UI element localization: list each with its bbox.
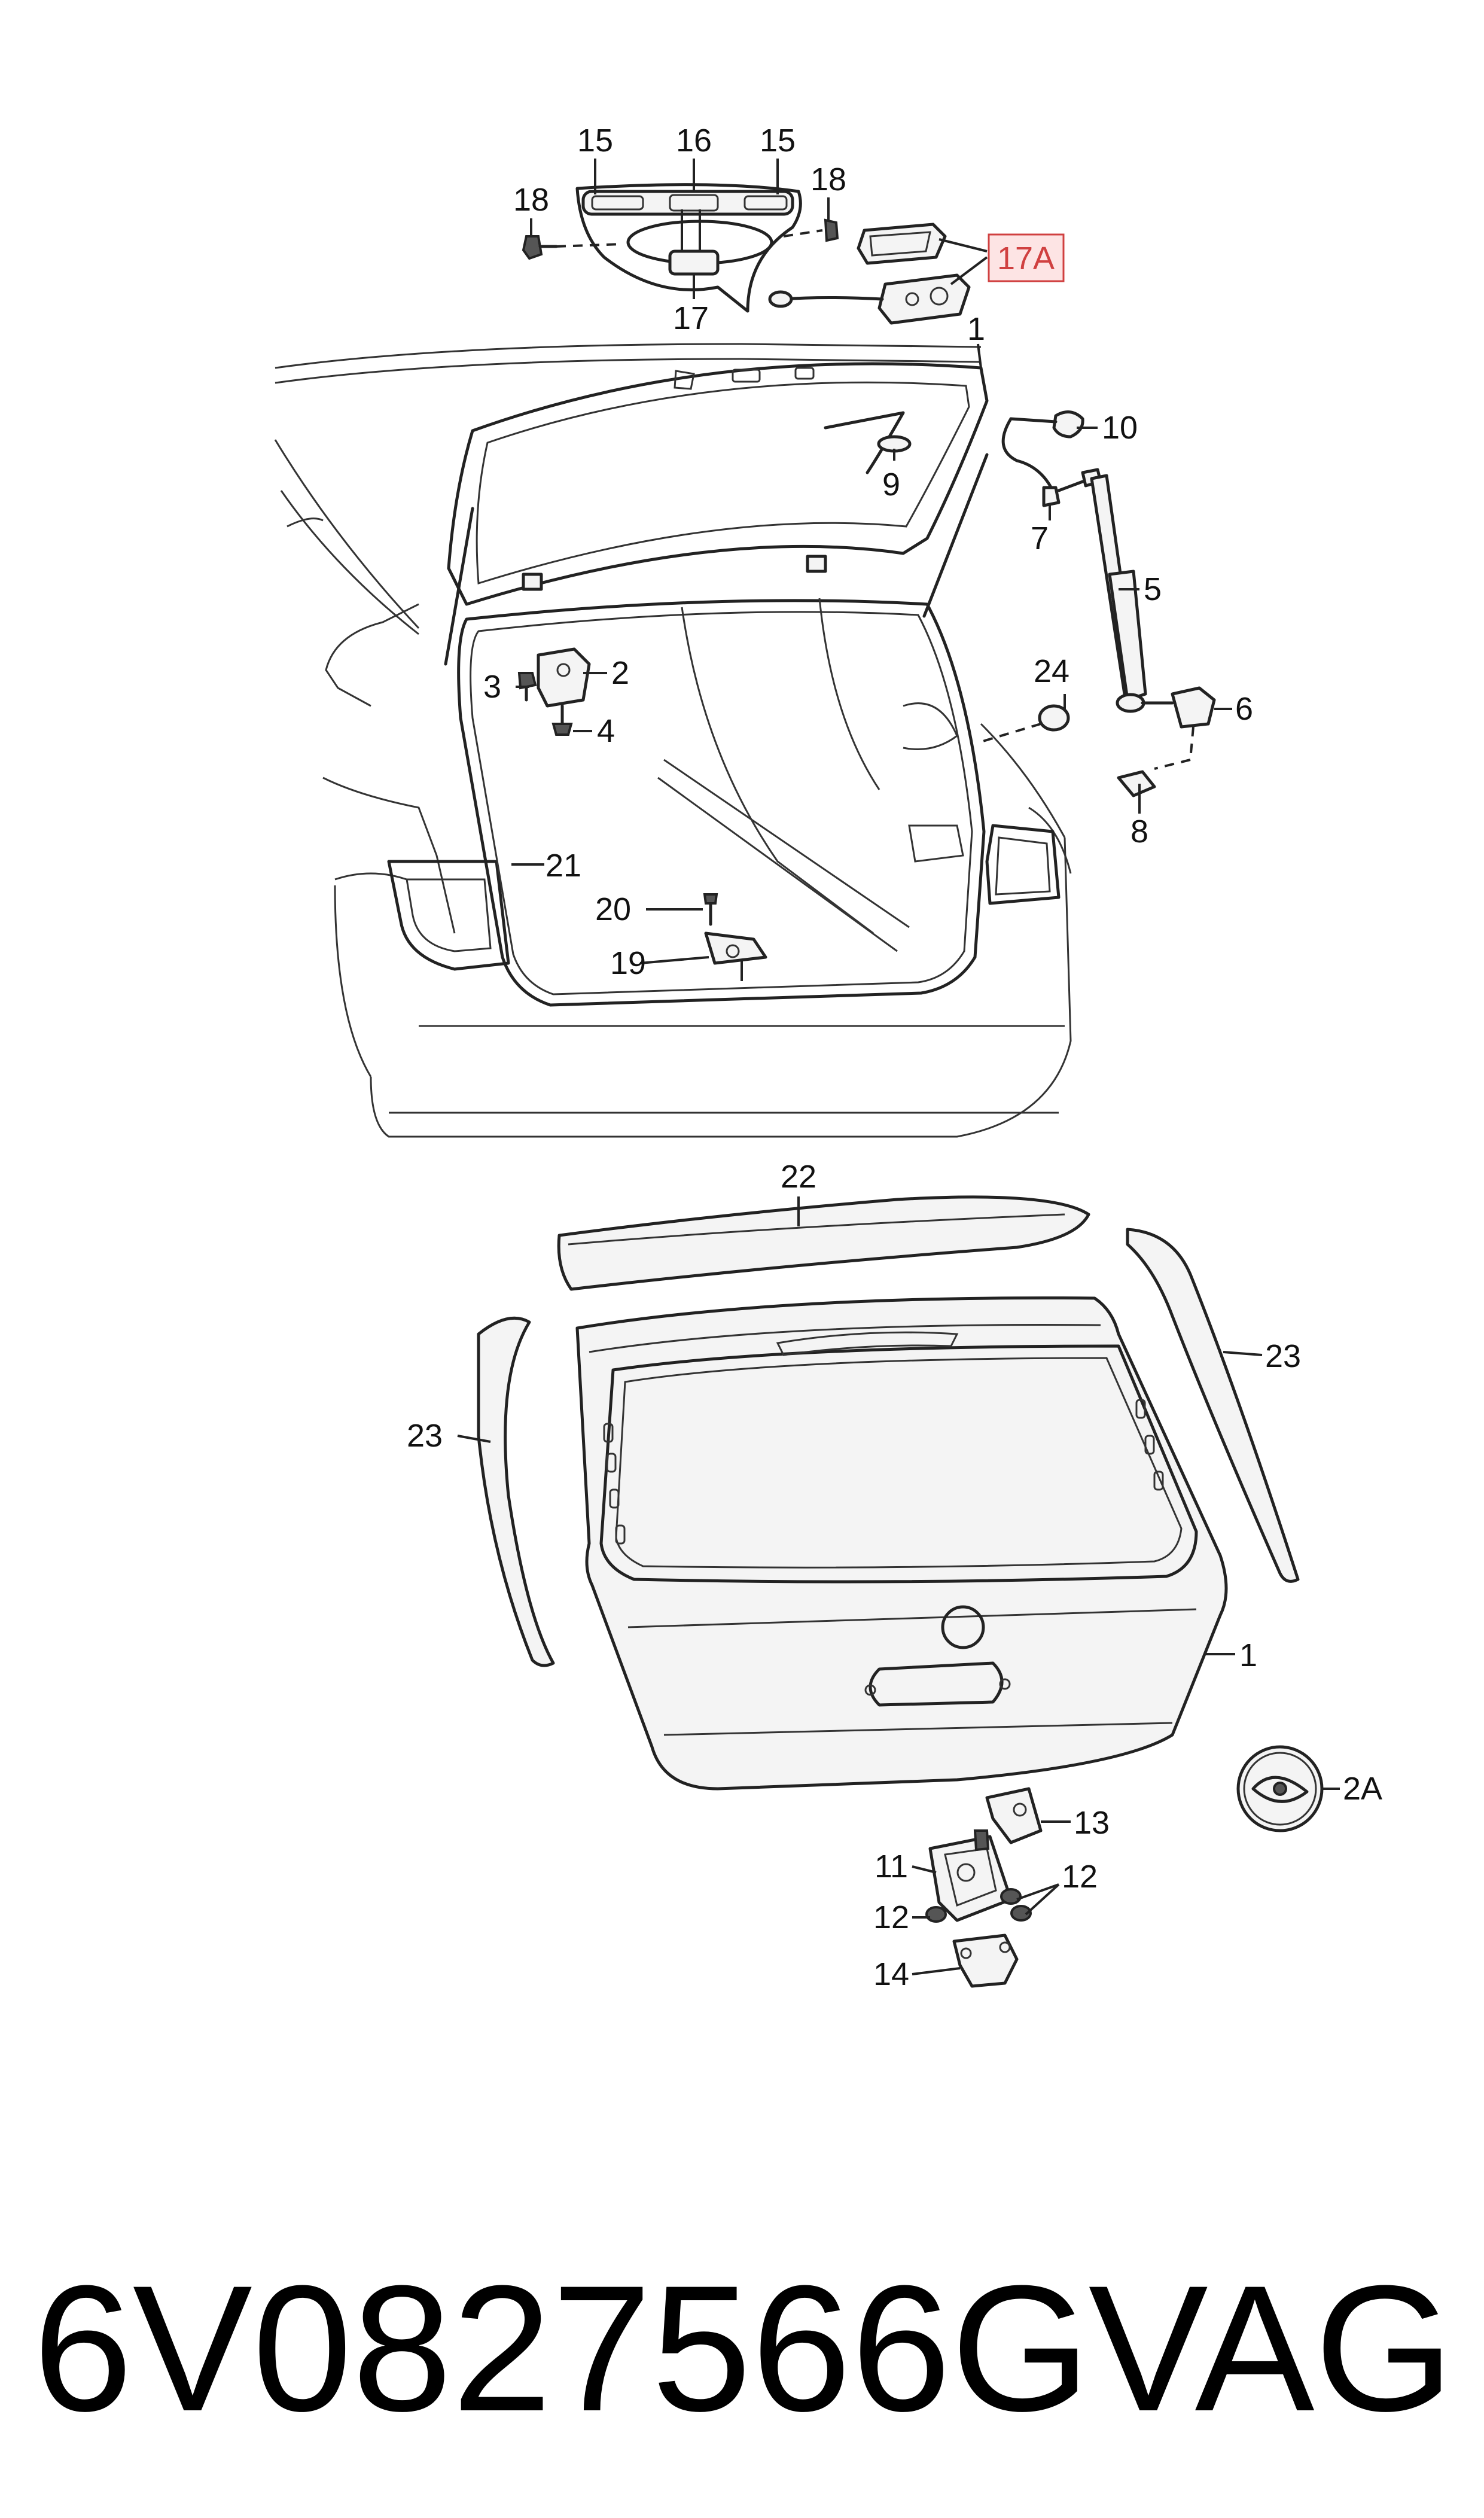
grommet-24 <box>1038 704 1070 732</box>
callout-12-right: 12 <box>1062 1859 1098 1895</box>
tail-light-left <box>387 860 510 971</box>
spoiler-22 <box>557 1195 1090 1291</box>
tailgate-hinge <box>517 647 591 736</box>
callout-17a: 17A <box>997 240 1055 276</box>
callout-15-right: 15 <box>760 123 796 159</box>
screw-18-left <box>522 235 543 260</box>
part-number-label: 6V0827566G <box>33 2248 1091 2449</box>
callout-14: 14 <box>873 1956 909 1992</box>
cover-13 <box>985 1787 1043 1844</box>
callout-19: 19 <box>610 945 646 981</box>
callout-13: 13 <box>1074 1805 1110 1841</box>
leader-lines <box>457 159 1340 1975</box>
tail-light-right <box>985 824 1061 905</box>
callout-16: 16 <box>676 123 712 159</box>
callout-18-right: 18 <box>810 162 846 197</box>
callout-12-left: 12 <box>873 1899 909 1935</box>
callout-23-right: 23 <box>1265 1338 1301 1374</box>
emblem-recess <box>941 1605 985 1649</box>
callout-1-bottom: 1 <box>1239 1637 1257 1673</box>
striker-14 <box>952 1934 1019 1988</box>
brand-label: VAG <box>1088 2248 1454 2449</box>
trim-23-right <box>1126 1228 1300 1583</box>
nut-12-c <box>925 1906 947 1923</box>
tailgate-1-assembly <box>575 1296 1228 1791</box>
callout-15-left: 15 <box>577 123 613 159</box>
callout-8: 8 <box>1130 814 1148 850</box>
callout-1-top: 1 <box>967 311 985 347</box>
handle-recess <box>869 1661 1004 1707</box>
callout-2: 2 <box>611 655 629 691</box>
callout-4: 4 <box>597 713 615 749</box>
callout-7: 7 <box>1031 520 1049 556</box>
gas-strut-assembly <box>980 410 1216 797</box>
callout-labels: 15 16 15 18 18 17 17A 1 10 9 7 5 2 3 4 2… <box>407 123 1382 1992</box>
callout-3: 3 <box>483 669 501 705</box>
callout-24: 24 <box>1034 653 1069 689</box>
brake-light-unit <box>668 249 720 276</box>
ball-stud-7 <box>1042 486 1061 507</box>
screw-18-right <box>824 218 839 242</box>
tailgate-switch-assembly <box>768 223 971 325</box>
lock-assembly <box>925 1787 1043 1988</box>
callout-21: 21 <box>546 848 581 884</box>
callout-18-left: 18 <box>513 182 549 218</box>
tailgate-open <box>447 362 989 606</box>
callout-17a-highlight <box>988 233 1065 282</box>
bolt-8 <box>1117 770 1156 797</box>
bulb-10 <box>1052 410 1084 439</box>
vehicle-rear-view <box>274 343 1072 1138</box>
callout-5: 5 <box>1144 571 1162 607</box>
callout-17: 17 <box>673 300 709 336</box>
skoda-emblem-2a <box>1236 1745 1324 1832</box>
cargo-opening-seal <box>457 599 986 1007</box>
nut-12-a <box>1000 1888 1022 1905</box>
callout-23-left: 23 <box>407 1418 443 1454</box>
callout-20: 20 <box>595 891 631 927</box>
striker-assembly <box>703 893 767 965</box>
callout-6: 6 <box>1235 691 1253 727</box>
third-brake-light-inset <box>522 183 839 313</box>
bracket-6 <box>1171 686 1216 729</box>
trim-23-left <box>477 1316 555 1667</box>
nut-12-b <box>1010 1905 1032 1922</box>
callout-10: 10 <box>1102 410 1138 446</box>
callout-2a: 2A <box>1343 1771 1382 1807</box>
callout-22: 22 <box>781 1159 816 1195</box>
callout-9: 9 <box>882 467 900 503</box>
callout-11: 11 <box>874 1849 908 1884</box>
